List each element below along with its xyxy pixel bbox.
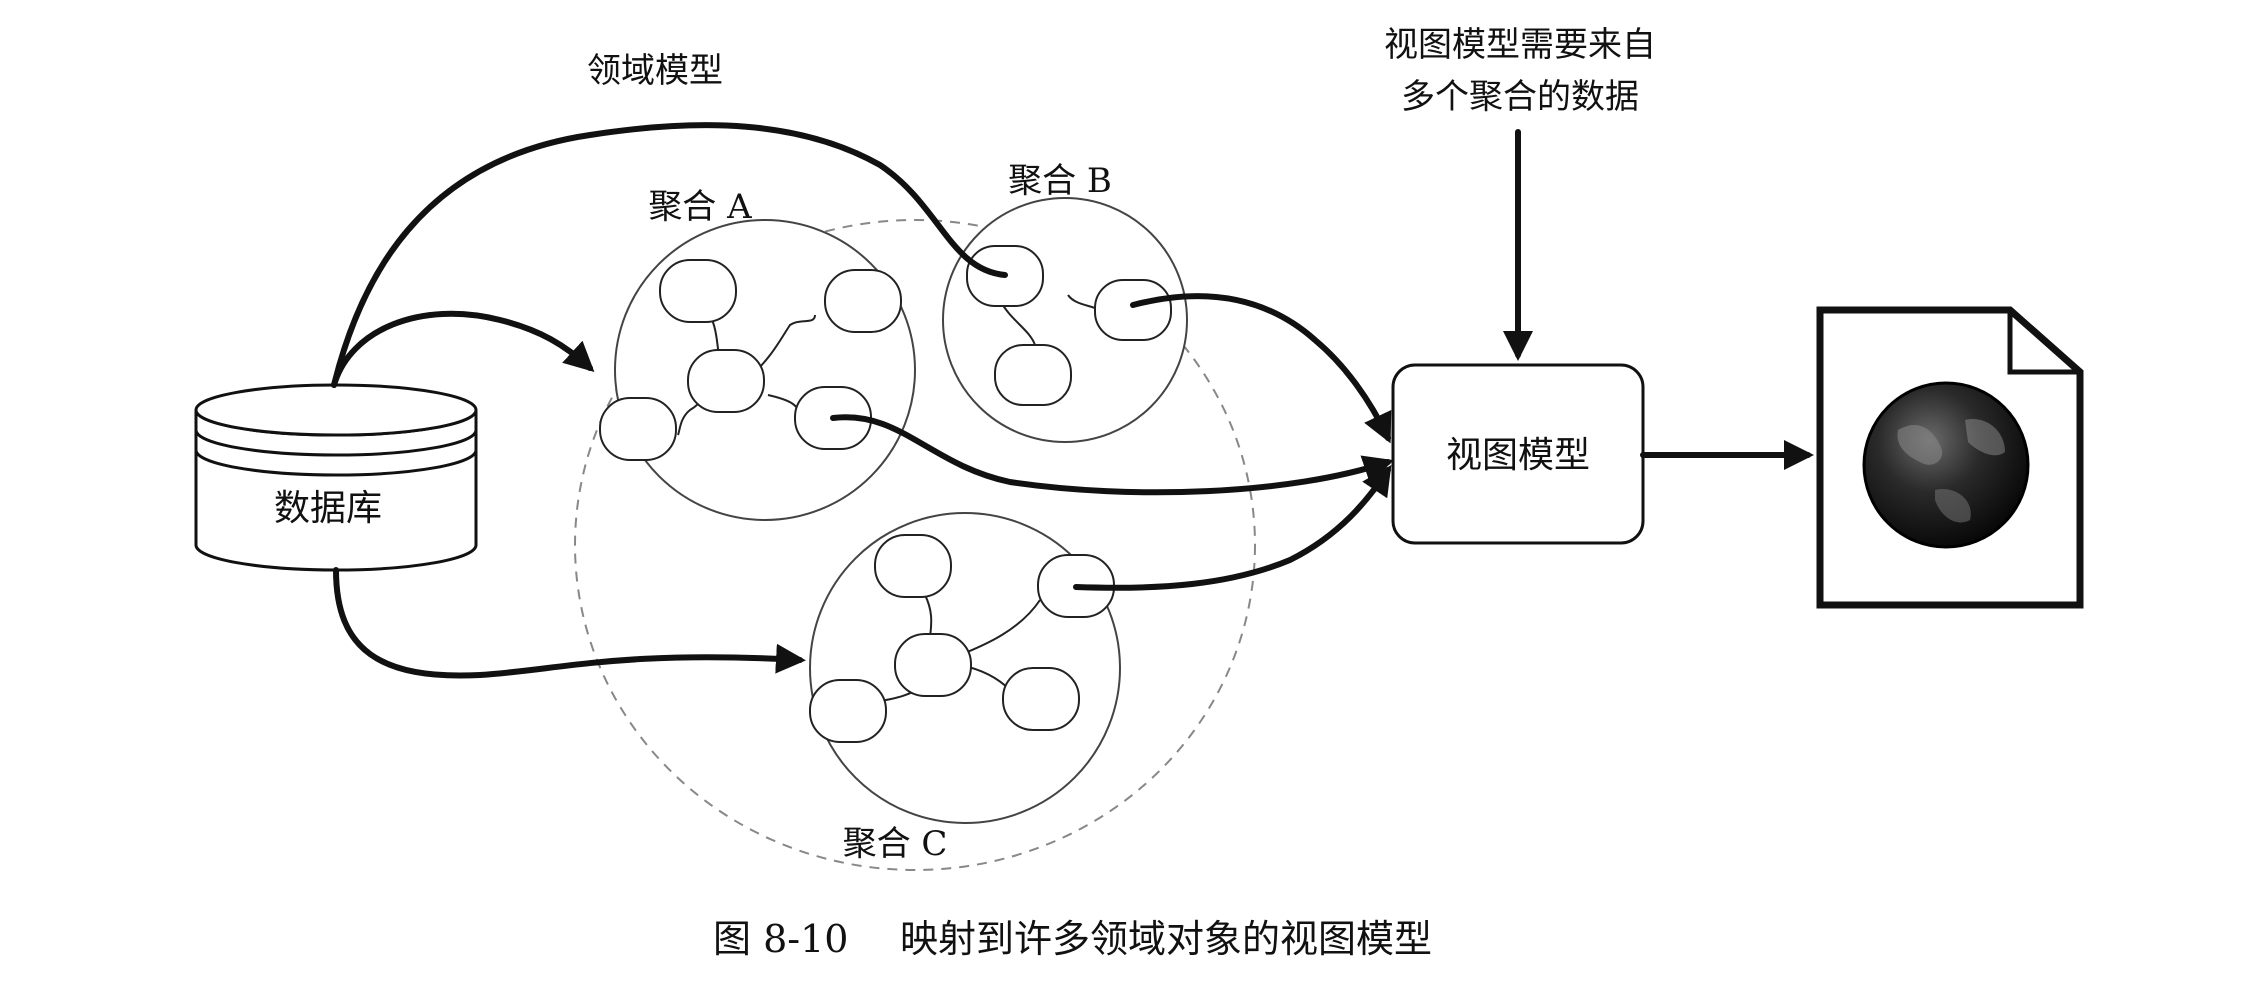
aggregate-a-node — [824, 269, 902, 333]
aggregate-c — [809, 512, 1121, 824]
globe-icon — [1862, 381, 2030, 549]
figure-caption: 映射到许多领域对象的视图模型 — [900, 917, 1432, 961]
figure-number: 图 8-10 — [713, 917, 848, 961]
domain-model-boundary — [574, 219, 1256, 871]
db-to-aggregate-c-arrow — [333, 567, 806, 679]
domain-model-label: 领域模型 — [587, 51, 723, 91]
view-model-needs-label-line1: 视图模型需要来自 — [1384, 25, 1656, 65]
database-label: 数据库 — [274, 488, 382, 529]
view-model-label: 视图模型 — [1446, 435, 1590, 476]
aggregate-b-to-view-model-arrow — [1130, 293, 1392, 444]
aggregate-c-node — [1002, 667, 1080, 731]
aggregate-c-node — [894, 633, 972, 697]
aggregate-a — [599, 219, 916, 521]
aggregate-a-node — [687, 349, 765, 413]
aggregate-c-label: 聚合 C — [843, 824, 948, 864]
aggregate-a-node — [659, 259, 737, 323]
aggregate-a-link — [747, 314, 816, 379]
aggregate-b-node — [994, 344, 1072, 406]
database-cylinder-icon — [194, 383, 478, 572]
aggregate-a-label: 聚合 A — [648, 187, 752, 227]
aggregate-a-to-view-model-arrow — [830, 414, 1394, 496]
aggregate-c-node — [809, 679, 887, 743]
aggregate-b-label: 聚合 B — [1008, 161, 1112, 201]
aggregate-a-circle — [614, 219, 916, 521]
aggregate-c-to-view-model-arrow — [1073, 465, 1392, 591]
aggregate-b — [942, 197, 1188, 443]
domain-model-curve — [331, 122, 1008, 388]
aggregate-b-node — [1094, 279, 1172, 341]
aggregate-c-node — [874, 534, 952, 598]
view-model-needs-label-line2: 多个聚合的数据 — [1401, 77, 1639, 117]
db-to-aggregate-a-arrow — [331, 310, 595, 388]
aggregate-a-node — [599, 397, 677, 461]
